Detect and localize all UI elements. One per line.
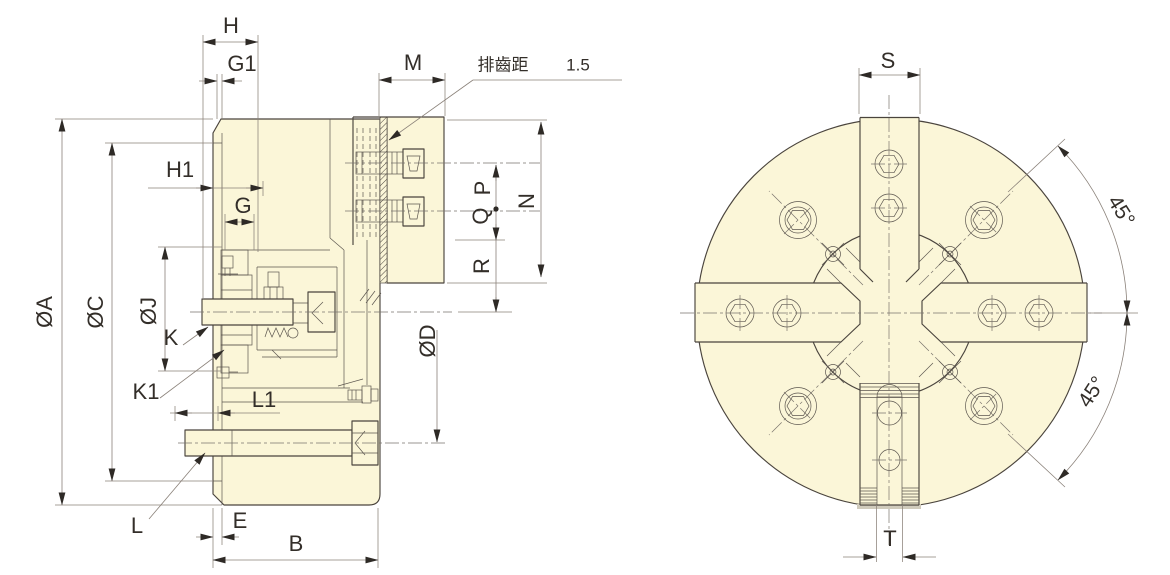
dim-label-l: L: [130, 513, 144, 538]
dim-label-q: Q: [468, 207, 493, 225]
dim-label-g1: G1: [227, 51, 257, 76]
serration-pitch-value: 1.5: [566, 55, 590, 75]
dim-label-r: R: [469, 258, 494, 274]
dim-label-t: T: [883, 526, 897, 551]
left-view-section: [178, 116, 540, 506]
pilot-marks: [821, 242, 962, 384]
dim-label-h: H: [223, 13, 239, 38]
slot-right: [921, 282, 1088, 343]
mount-screws-45deg: [779, 201, 1003, 425]
dim-label-k: K: [163, 325, 179, 350]
hub-chamfers: [826, 247, 956, 378]
dimension-lines: [55, 35, 1138, 568]
bottom-jaw-serrated: [859, 383, 920, 506]
dim-label-dia-a: ØA: [32, 296, 57, 328]
jaw-shadow: [857, 504, 921, 509]
diagonal-centerlines: [768, 190, 1014, 436]
dim-label-b: B: [288, 531, 304, 556]
master-jaw: [352, 116, 387, 245]
dim-label-dia-j: ØJ: [136, 296, 161, 326]
serration-pitch-label: 排齒距: [477, 55, 529, 75]
dim-label-e: E: [232, 508, 248, 533]
right-view-front: [680, 95, 1102, 545]
dim-label-p: P: [470, 180, 495, 196]
dim-label-dia-d: ØD: [415, 324, 440, 358]
dim-label-dia-c: ØC: [83, 295, 108, 329]
dim-label-s: S: [880, 48, 896, 73]
chuck-body: [212, 118, 381, 506]
dim-label-n: N: [514, 193, 539, 209]
dim-label-m: M: [403, 50, 423, 75]
dim-label-h1: H1: [165, 157, 195, 182]
dim-label-k1: K1: [132, 379, 160, 404]
slot-top: [859, 116, 920, 283]
dim-label-l1: L1: [251, 387, 277, 412]
dim-label-g: G: [234, 193, 252, 218]
